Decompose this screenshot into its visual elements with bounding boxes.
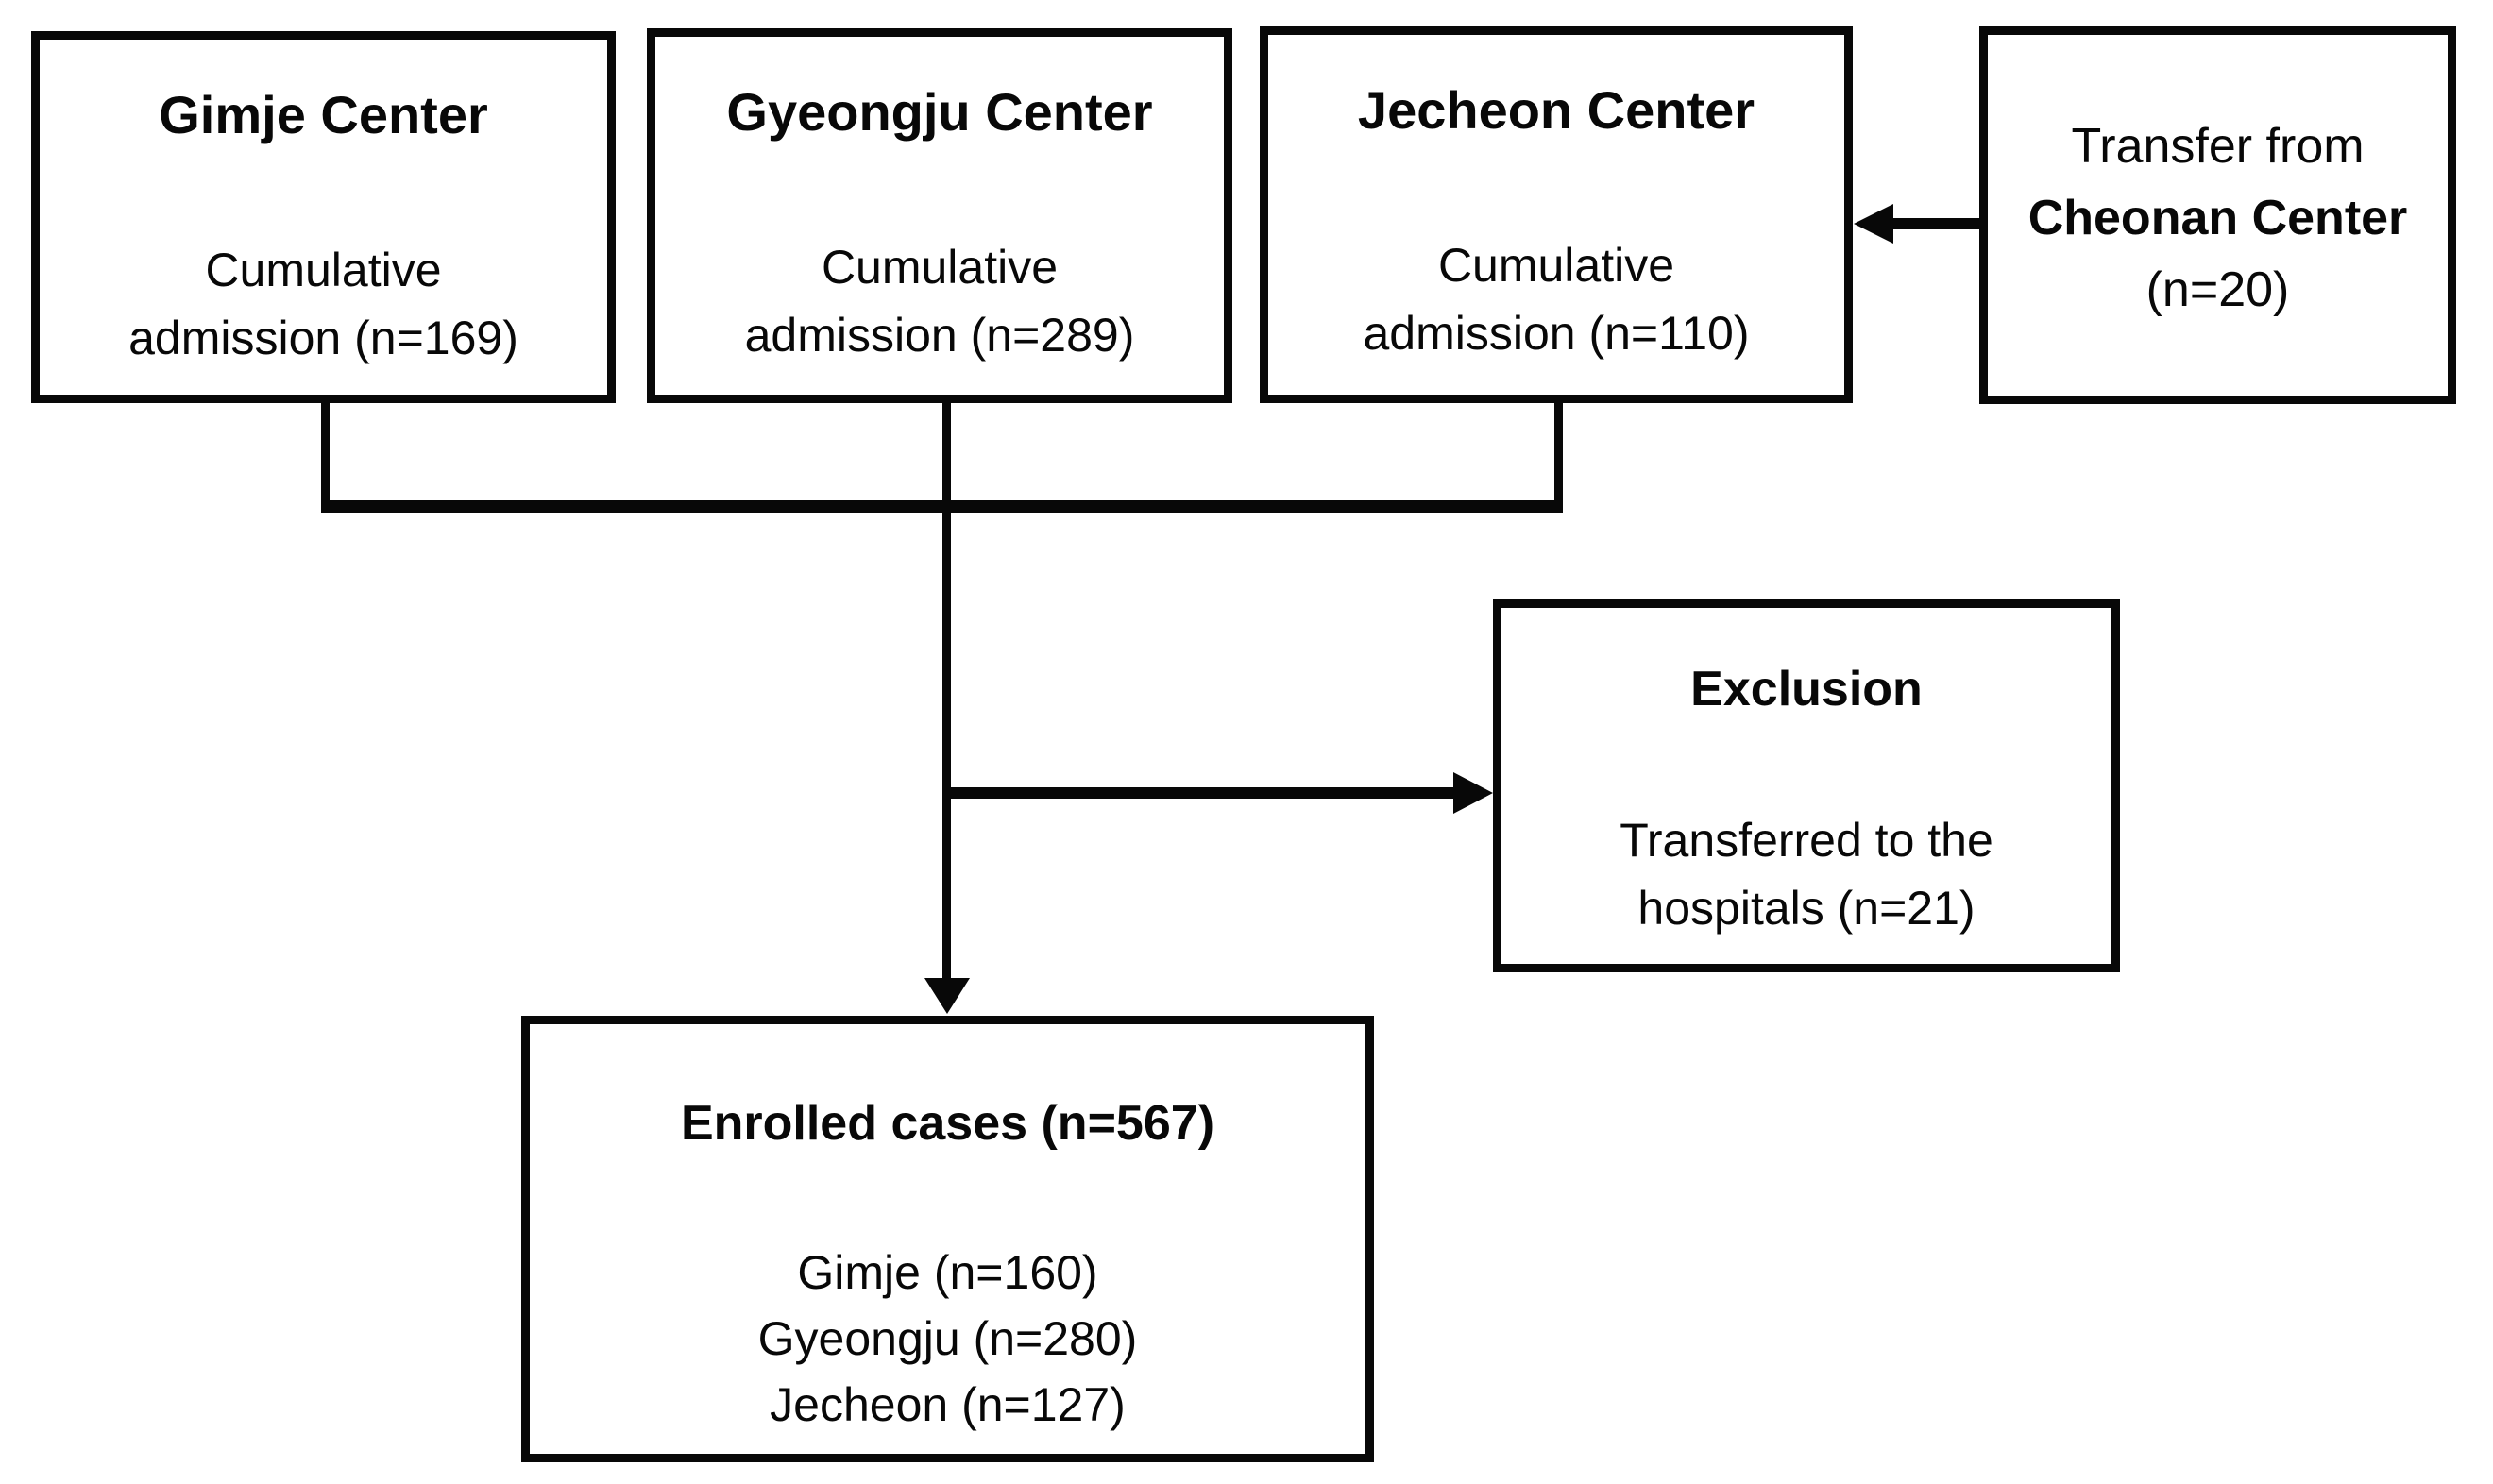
jecheon-center-box: Jecheon Center Cumulative admission (n=1…	[1260, 26, 1853, 403]
jecheon-drop-line	[1554, 403, 1563, 500]
enrolled-item-gimje: Gimje (n=160)	[797, 1246, 1098, 1299]
enrolled-list: Gimje (n=160) Gyeongju (n=280) Jecheon (…	[530, 1239, 1365, 1438]
exclusion-box: Exclusion Transferred to the hospitals (…	[1493, 599, 2120, 972]
enrolled-item-jecheon: Jecheon (n=127)	[770, 1378, 1126, 1431]
exclusion-body-line-2: hospitals (n=21)	[1637, 882, 1976, 935]
down-arrowhead-icon	[924, 978, 970, 1014]
merge-bar-line	[321, 500, 1563, 513]
right-arrowhead-icon	[1453, 772, 1493, 814]
jecheon-center-title: Jecheon Center	[1357, 80, 1755, 140]
transfer-line-1: Transfer from	[2071, 119, 2365, 174]
gyeongju-center-box: Gyeongju Center Cumulative admission (n=…	[647, 28, 1232, 403]
gimje-center-body: Cumulative admission (n=169)	[40, 236, 607, 372]
jecheon-center-body-line-1: Cumulative	[1437, 239, 1675, 292]
enrolled-item-gyeongju: Gyeongju (n=280)	[757, 1312, 1138, 1365]
center-drop-line	[942, 403, 951, 982]
exclusion-title: Exclusion	[1690, 662, 1923, 717]
transfer-line-2: Cheonan Center	[2027, 191, 2408, 245]
exclusion-arrow-shaft	[942, 787, 1457, 799]
transfer-box: Transfer from Cheonan Center (n=20)	[1979, 26, 2456, 404]
jecheon-center-body: Cumulative admission (n=110)	[1268, 231, 1844, 367]
enrolled-box: Enrolled cases (n=567) Gimje (n=160) Gye…	[521, 1016, 1374, 1462]
transfer-arrow-shaft	[1892, 218, 1979, 229]
transfer-line-3: (n=20)	[2145, 262, 2290, 317]
left-arrowhead-icon	[1854, 204, 1893, 244]
gyeongju-center-body-line-1: Cumulative	[821, 241, 1059, 294]
gyeongju-center-title: Gyeongju Center	[726, 82, 1153, 142]
gimje-drop-line	[321, 403, 330, 500]
gimje-center-body-line-1: Cumulative	[205, 244, 442, 296]
exclusion-body-line-1: Transferred to the	[1620, 814, 1993, 867]
enrolled-title: Enrolled cases (n=567)	[680, 1096, 1215, 1151]
jecheon-center-body-line-2: admission (n=110)	[1363, 307, 1750, 360]
gyeongju-center-body-line-2: admission (n=289)	[744, 309, 1135, 362]
gyeongju-center-body: Cumulative admission (n=289)	[655, 233, 1224, 369]
exclusion-body: Transferred to the hospitals (n=21)	[1501, 806, 2111, 942]
gimje-center-box: Gimje Center Cumulative admission (n=169…	[31, 31, 616, 403]
gimje-center-title: Gimje Center	[159, 85, 488, 144]
gimje-center-body-line-2: admission (n=169)	[128, 312, 518, 364]
